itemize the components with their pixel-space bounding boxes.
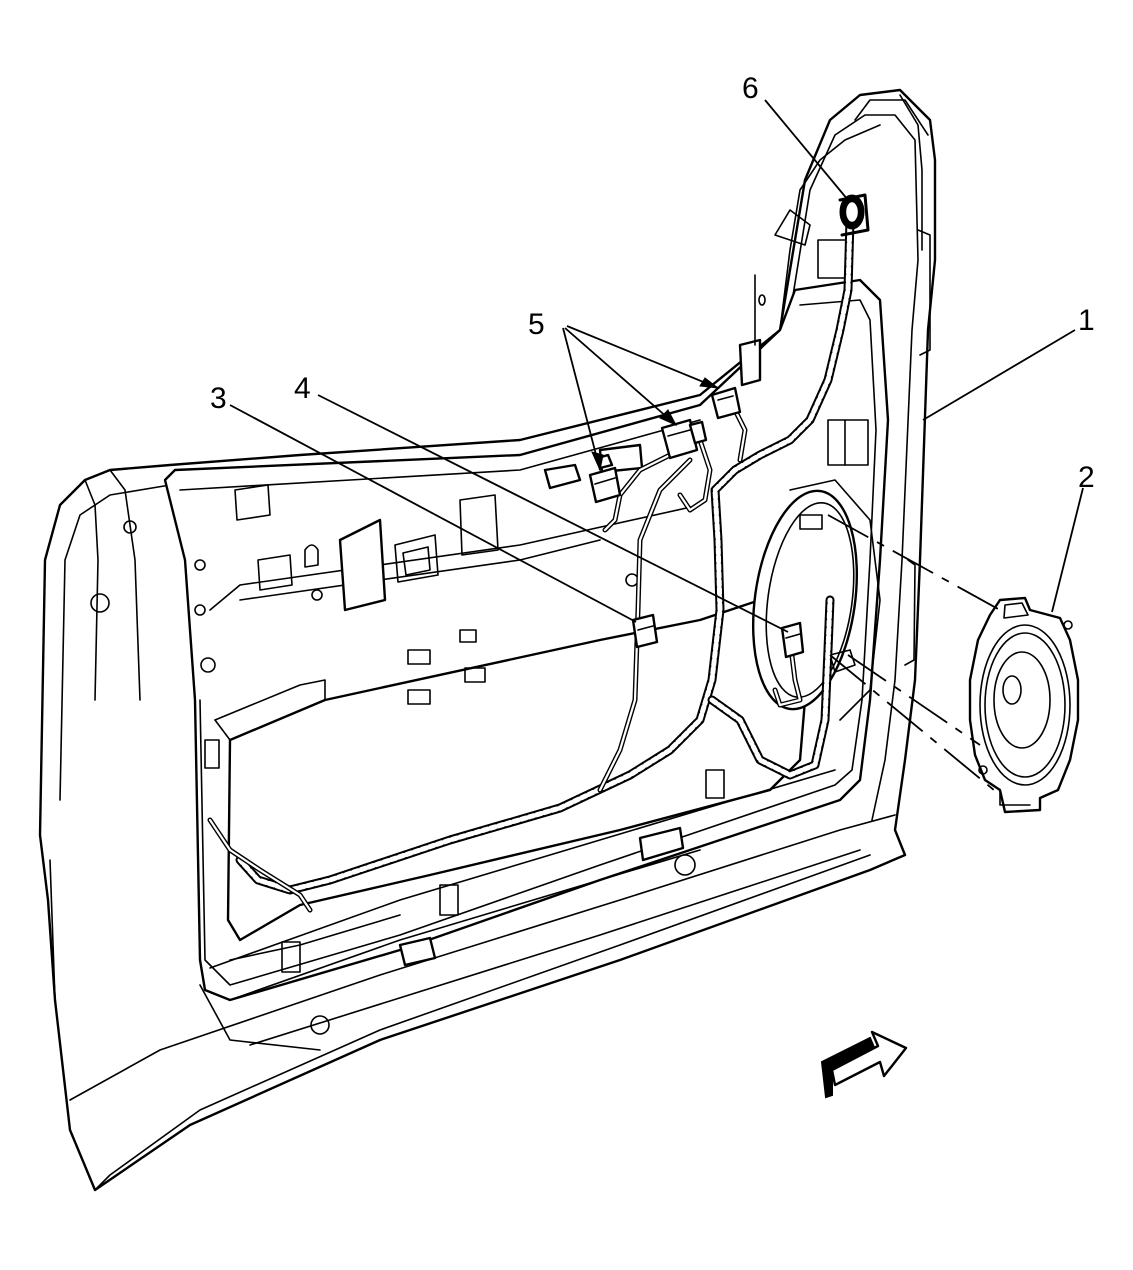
harness-connector-upper [710,386,742,420]
speaker-connector-4 [780,621,805,659]
callout-6: 6 [742,72,759,105]
callout-labels: 1 2 3 4 5 6 [210,72,1095,494]
callout-4: 4 [294,372,311,405]
door-speaker [968,596,1080,814]
callout-3: 3 [210,382,227,415]
callout-2: 2 [1078,461,1095,494]
speaker-connector-3 [631,613,659,649]
front-direction-arrow-icon [820,1030,908,1099]
harness-connector-middle [660,418,708,460]
callout-1: 1 [1078,304,1095,337]
callout-leaders [229,99,1084,633]
callout-5: 5 [528,308,545,341]
door-harness-grommet [838,193,870,237]
assembly-guide-lines [827,514,1001,796]
